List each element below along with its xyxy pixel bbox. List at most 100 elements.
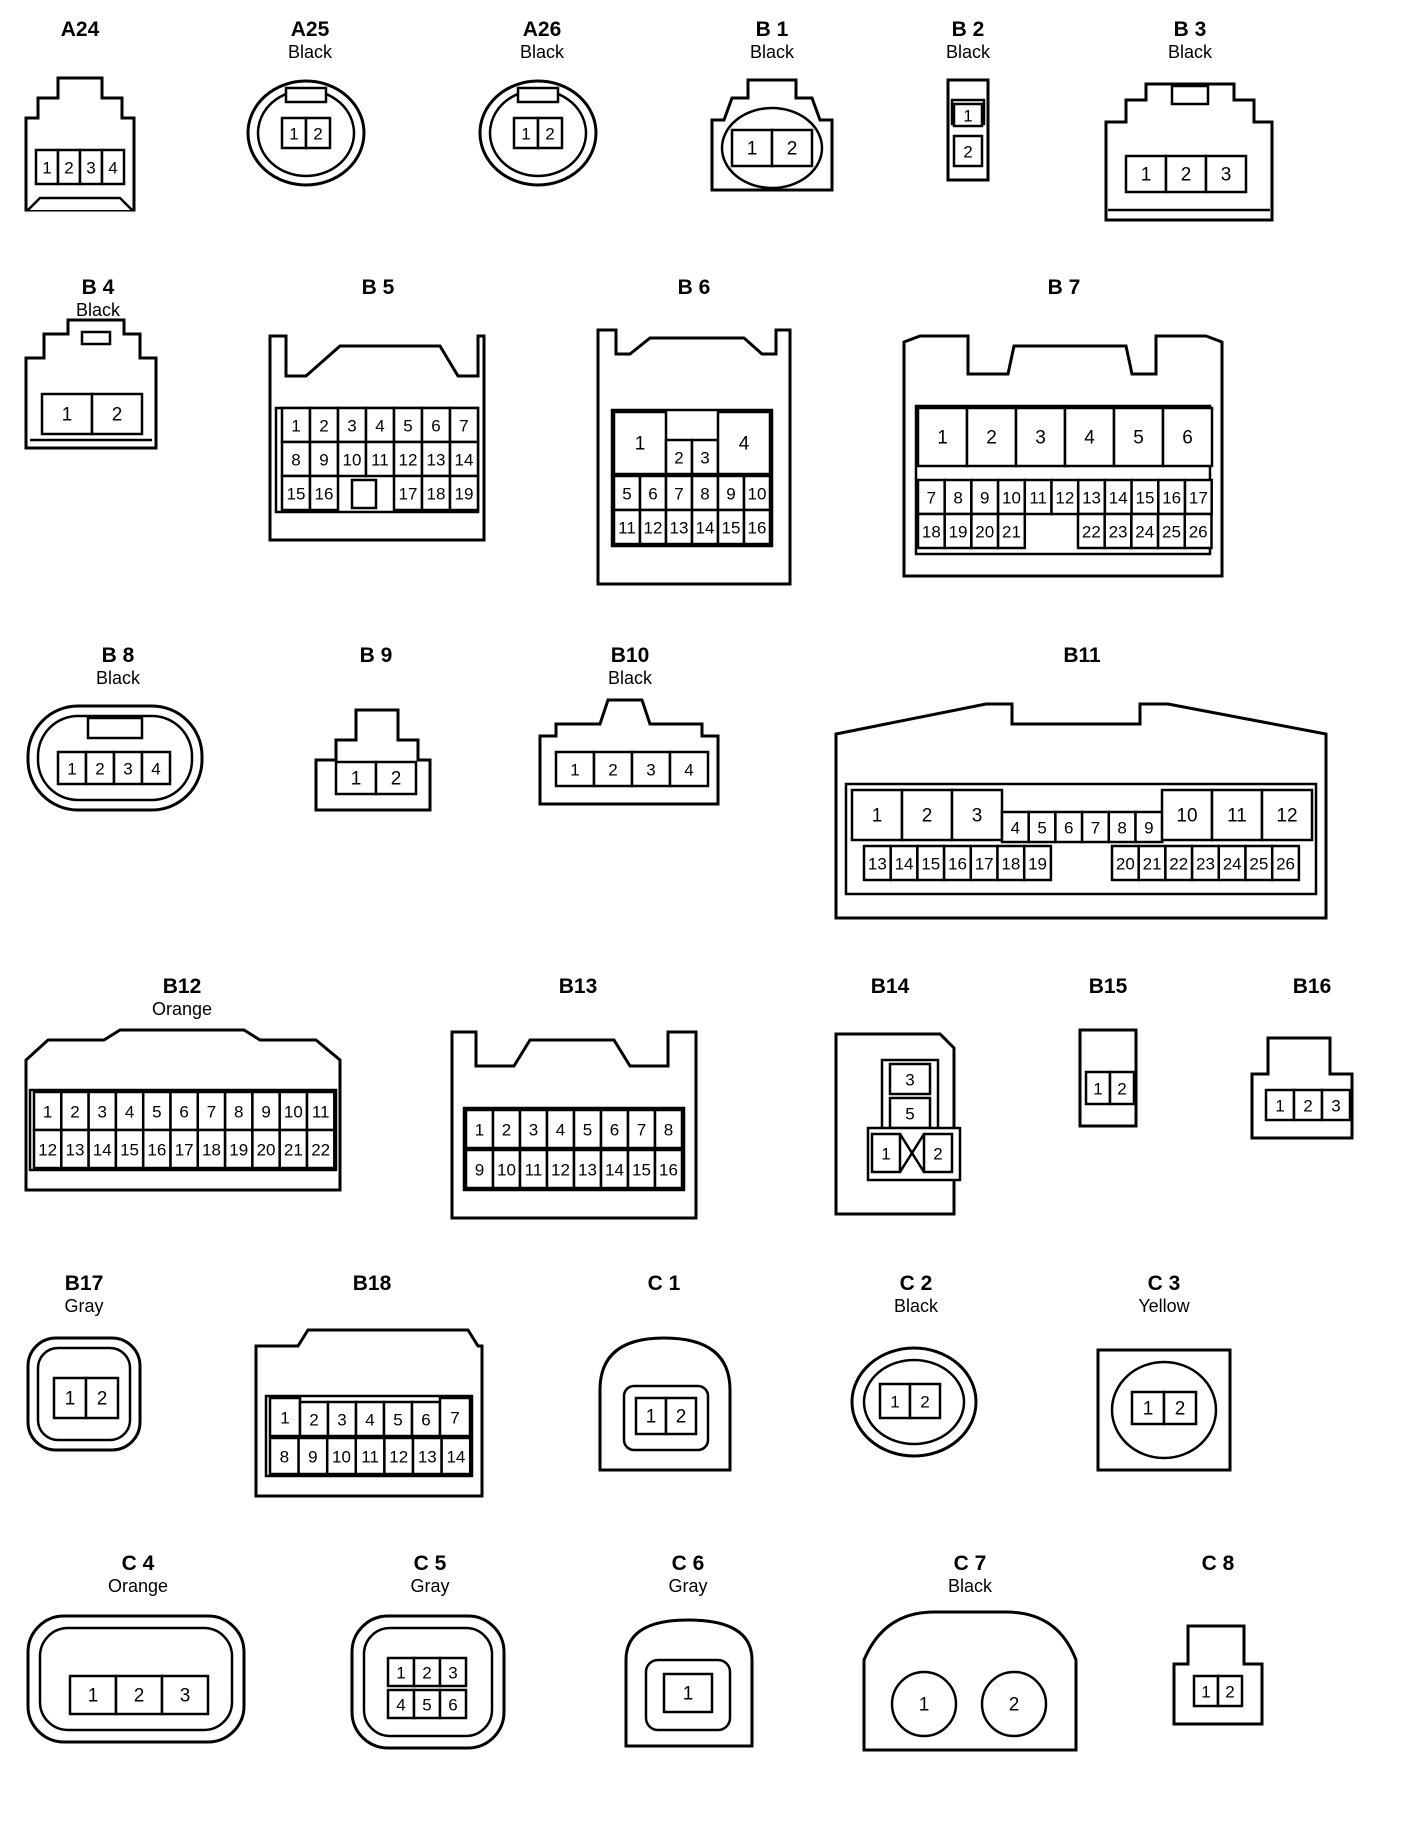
- pin-cavity: [56, 750, 88, 786]
- pin-number: 5: [403, 417, 412, 436]
- pin-number: 3: [905, 1071, 914, 1090]
- pin-number: 2: [134, 1686, 145, 1707]
- pin-number: 10: [497, 1161, 516, 1180]
- pin-number: 8: [700, 485, 709, 504]
- pin-number: 2: [674, 449, 683, 468]
- pin-cavity: [1112, 406, 1165, 468]
- blocked-cavity-x: [898, 1133, 926, 1173]
- pin-number: 4: [396, 1696, 405, 1715]
- pin-number: 1: [919, 1695, 930, 1716]
- pin-number: 3: [86, 159, 95, 178]
- connector-id-label: B 9: [360, 644, 393, 667]
- connector-color-label: Black: [608, 668, 653, 688]
- connector-id-label: B 6: [678, 276, 711, 299]
- pin-cavity: [308, 474, 340, 512]
- pin-cavity: [908, 1382, 942, 1420]
- connector-id-label: B18: [353, 1272, 392, 1295]
- pin-number: 2: [922, 806, 933, 827]
- pin-number: 11: [371, 451, 389, 470]
- pin-number: 16: [147, 1141, 166, 1160]
- pin-number: 9: [319, 451, 328, 470]
- pin-number: 9: [308, 1448, 317, 1467]
- pin-number: 2: [608, 761, 617, 780]
- pin-number: 2: [676, 1407, 687, 1428]
- connector-housing: [80, 330, 112, 346]
- pin-cavity: [440, 1436, 472, 1476]
- pin-number: 2: [313, 125, 322, 144]
- pin-number: 19: [949, 523, 968, 542]
- pin-number: 10: [284, 1103, 303, 1122]
- pin-number: 6: [1064, 819, 1073, 838]
- pin-cavity: [1027, 810, 1057, 844]
- pin-cavity: [512, 116, 540, 150]
- pin-cavity: [1023, 478, 1053, 516]
- pin-number: 1: [42, 159, 51, 178]
- connector-color-label: Black: [96, 668, 141, 688]
- pin-number: 13: [868, 855, 887, 874]
- pin-cavity: [545, 1108, 576, 1150]
- connector-id-label: A25: [291, 18, 330, 41]
- pin-number: 6: [648, 485, 657, 504]
- pin-number: 1: [521, 125, 530, 144]
- pin-number: 20: [257, 1141, 276, 1160]
- pin-number: 9: [1144, 819, 1153, 838]
- pin-number: 2: [1117, 1080, 1126, 1099]
- connector-housing: [284, 86, 328, 104]
- connector-color-label: Orange: [152, 999, 212, 1019]
- pin-number: 14: [446, 1448, 465, 1467]
- pin-number: 7: [450, 1409, 459, 1428]
- pin-number: 5: [393, 1411, 402, 1430]
- pin-number: 4: [739, 434, 750, 455]
- pin-number: 2: [391, 769, 402, 790]
- pin-cavity: [223, 1090, 254, 1132]
- connector-color-label: Yellow: [1138, 1296, 1190, 1316]
- pin-number: 2: [95, 760, 104, 779]
- pin-cavity: [996, 512, 1027, 550]
- pin-number: 20: [1116, 855, 1135, 874]
- pin-number: 1: [963, 107, 972, 126]
- connector-id-label: B14: [871, 975, 910, 998]
- connector-housing: [1170, 84, 1210, 106]
- pin-number: 3: [972, 806, 983, 827]
- pin-number: 5: [152, 1103, 161, 1122]
- pin-number: 13: [418, 1448, 437, 1467]
- pin-number: 8: [664, 1121, 673, 1140]
- pin-number: 21: [284, 1141, 303, 1160]
- pin-number: 2: [1181, 165, 1192, 186]
- pin-number: 2: [787, 139, 798, 160]
- pin-cavity: [438, 1688, 468, 1720]
- pin-number: 11: [1029, 489, 1047, 508]
- pin-cavity: [325, 1436, 358, 1476]
- pin-cavity: [1320, 1088, 1352, 1122]
- pin-cavity: [690, 508, 720, 546]
- pin-cavity: [690, 474, 720, 512]
- pin-number: 18: [427, 485, 446, 504]
- pin-cavity: [965, 406, 1018, 468]
- pin-cavity: [251, 1090, 281, 1132]
- pin-number: 3: [1035, 428, 1046, 449]
- pin-cavity: [888, 1062, 932, 1096]
- pin-number: 1: [635, 434, 646, 455]
- pin-number: 8: [953, 489, 962, 508]
- pin-number: 22: [1082, 523, 1101, 542]
- pin-number: 5: [905, 1105, 914, 1124]
- connector-color-label: Orange: [108, 1576, 168, 1596]
- pin-number: 2: [319, 417, 328, 436]
- pin-cavity: [308, 406, 340, 444]
- pin-cavity: [280, 474, 312, 512]
- pin-number: 9: [980, 489, 989, 508]
- connector-id-label: B 7: [1048, 276, 1081, 299]
- pin-cavity: [1103, 512, 1133, 550]
- pin-cavity: [518, 1108, 549, 1150]
- pin-number: 16: [948, 855, 967, 874]
- pin-cavity: [87, 1128, 118, 1170]
- pin-number: 6: [1182, 428, 1193, 449]
